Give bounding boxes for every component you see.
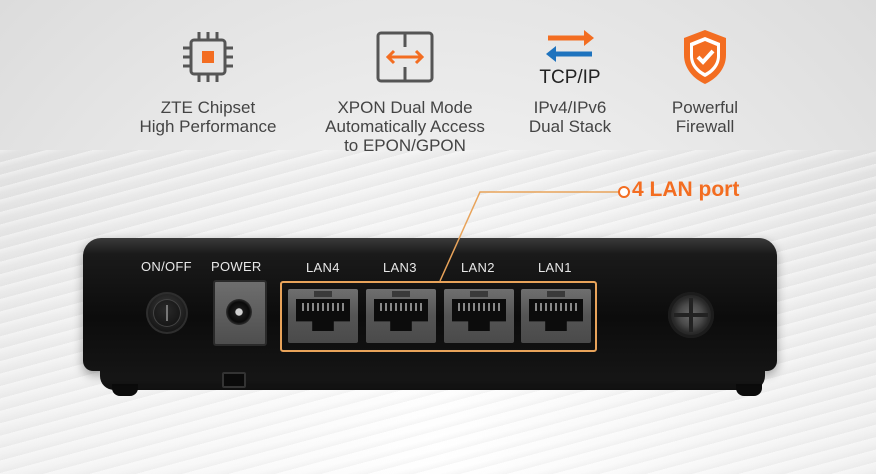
xpon-switch-icon (300, 22, 510, 92)
lan-ports-highlight (280, 281, 597, 352)
feature-firewall-line1: Powerful (671, 98, 739, 117)
feature-xpon-line1: XPON Dual Mode (337, 98, 473, 117)
feature-firewall-line2: Firewall (675, 117, 735, 136)
chip-icon (118, 22, 298, 92)
lan4-port (288, 289, 358, 343)
shield-check-icon (640, 22, 770, 92)
antenna-connector (668, 292, 714, 338)
lan2-port (444, 289, 514, 343)
feature-chipset-line1: ZTE Chipset (160, 98, 256, 117)
cable-clip (222, 372, 246, 388)
lan2-label: LAN2 (461, 260, 495, 275)
feature-dual-stack-line2: Dual Stack (528, 117, 612, 136)
lan3-port (366, 289, 436, 343)
power-label: POWER (211, 259, 262, 274)
router-foot-right (736, 384, 762, 396)
feature-dual-stack: TCP/IP IPv4/IPv6 Dual Stack (505, 22, 635, 136)
onoff-label: ON/OFF (141, 259, 192, 274)
feature-chipset: ZTE Chipset High Performance (118, 22, 298, 136)
power-switch-button (146, 292, 188, 334)
lan1-port (521, 289, 591, 343)
feature-xpon: XPON Dual Mode Automatically Access to E… (300, 22, 510, 155)
callout-label: 4 LAN port (632, 178, 740, 201)
lan4-label: LAN4 (306, 260, 340, 275)
power-jack (213, 280, 267, 346)
feature-dual-stack-line1: IPv4/IPv6 (533, 98, 607, 117)
tcp-ip-badge: TCP/IP (505, 22, 635, 92)
lan1-label: LAN1 (538, 260, 572, 275)
tcp-ip-arrows-icon (546, 29, 594, 62)
lan3-label: LAN3 (383, 260, 417, 275)
feature-xpon-line2: Automatically Access (325, 117, 485, 136)
feature-chipset-line2: High Performance (139, 117, 277, 136)
tcp-ip-label: TCP/IP (539, 66, 601, 88)
router-foot-left (112, 384, 138, 396)
feature-firewall: Powerful Firewall (640, 22, 770, 136)
feature-xpon-line3: to EPON/GPON (344, 136, 466, 155)
